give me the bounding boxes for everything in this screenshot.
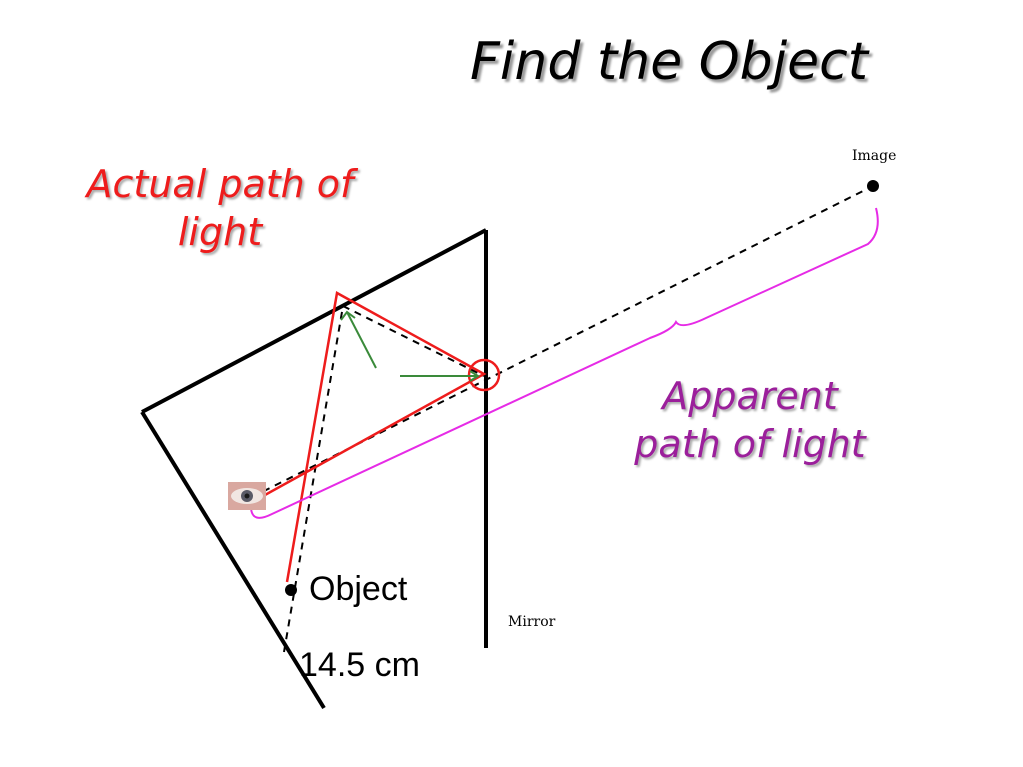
mirror-left-edge bbox=[140, 410, 326, 710]
object-label: Object bbox=[309, 570, 408, 608]
actual-path-label-line2: light bbox=[177, 210, 263, 254]
apparent-path-brace bbox=[250, 207, 879, 519]
actual-path-label-line1: Actual path of bbox=[86, 162, 354, 206]
apparent-path-label-line1: Apparent bbox=[662, 374, 838, 418]
dashed-top-to-reflection bbox=[342, 305, 485, 377]
actual-light-path bbox=[244, 291, 487, 583]
distance-label: 14.5 cm bbox=[299, 646, 420, 684]
mirror-label: Mirror bbox=[508, 614, 556, 630]
image-point bbox=[867, 180, 879, 192]
apparent-path-label: Apparent path of light bbox=[590, 372, 910, 468]
image-label: Image bbox=[852, 148, 897, 164]
mirror-top-edge bbox=[141, 228, 487, 414]
normal-arrow-right-head bbox=[469, 370, 480, 382]
apparent-path-label-line2: path of light bbox=[634, 422, 866, 466]
actual-path-label: Actual path of light bbox=[40, 160, 400, 256]
normal-arrow-top-head bbox=[340, 310, 356, 321]
slide-title: Find the Object bbox=[470, 32, 869, 92]
object-point bbox=[285, 584, 297, 596]
normal-arrow-top bbox=[346, 311, 377, 369]
eye-icon bbox=[228, 482, 266, 510]
normal-arrows bbox=[340, 310, 480, 382]
mirror-outline bbox=[140, 228, 488, 710]
